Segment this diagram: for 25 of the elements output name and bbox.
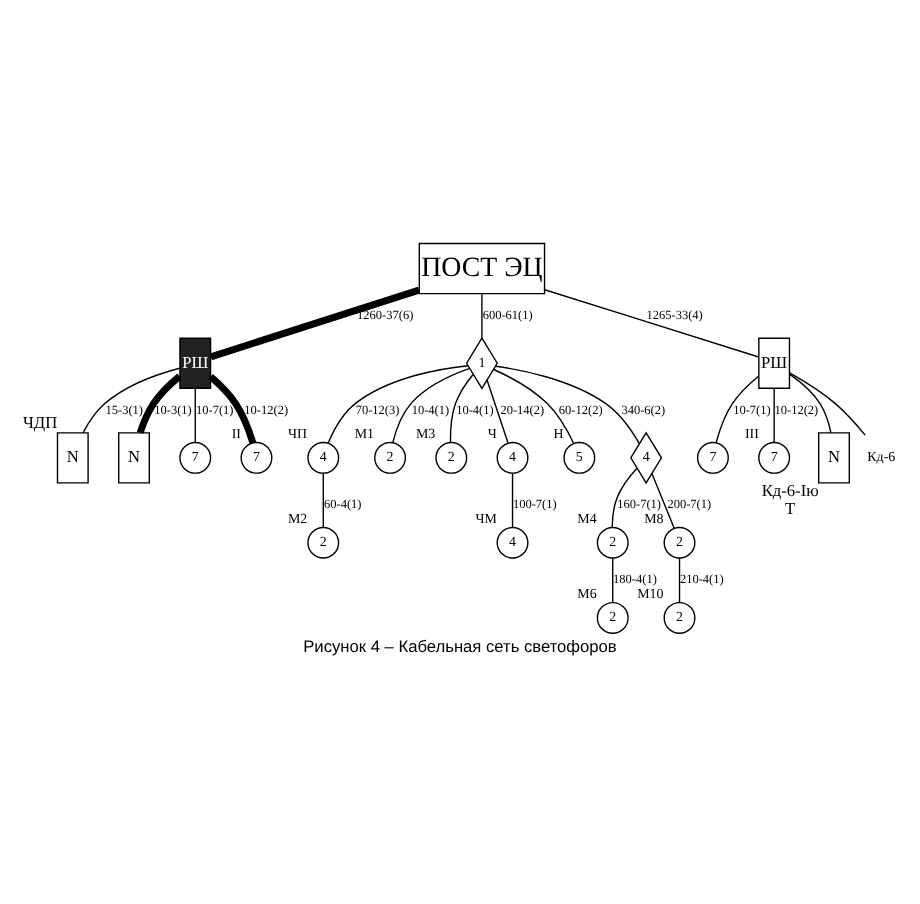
connector	[788, 372, 832, 433]
connector	[136, 372, 182, 433]
connector	[327, 364, 469, 443]
connector	[392, 366, 471, 443]
caption: Рисунок 4 – Кабельная сеть светофоров	[303, 635, 617, 656]
connector	[495, 364, 640, 443]
connector	[322, 471, 324, 527]
connector	[493, 367, 575, 444]
connector	[611, 466, 638, 527]
connector	[543, 288, 760, 357]
connector	[194, 387, 196, 442]
node-box: ПОСТ ЭЦ	[418, 241, 546, 294]
connector	[449, 373, 474, 442]
connector	[481, 292, 483, 338]
connector	[486, 378, 509, 443]
connector	[788, 371, 866, 435]
connector	[715, 374, 760, 443]
connector	[82, 366, 181, 433]
connector	[209, 285, 421, 360]
connector	[511, 471, 514, 527]
connector	[651, 471, 675, 528]
connector	[208, 373, 257, 443]
connector	[612, 556, 614, 602]
connector	[678, 556, 681, 602]
connector	[773, 387, 775, 442]
